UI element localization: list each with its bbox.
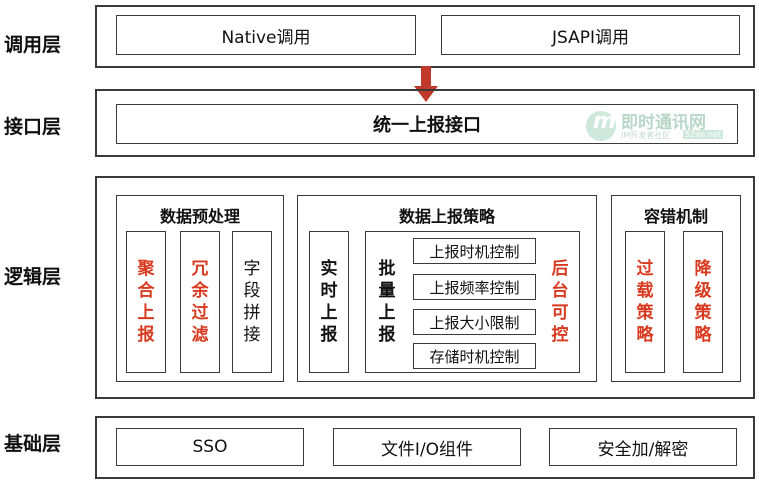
watermark-domain: 52im.net xyxy=(683,130,723,139)
batch-item-frequency: 上报频率控制 xyxy=(413,274,536,300)
layer-label-logic: 逻辑层 xyxy=(4,266,62,288)
native-call-label: Native调用 xyxy=(221,27,311,48)
jsapi-call-box: JSAPI调用 xyxy=(441,15,740,55)
realtime-report-box: 实时上报 xyxy=(309,231,349,373)
batch-report-label-wrap: 批量上报 xyxy=(372,231,402,373)
security-crypto-box: 安全加/解密 xyxy=(549,428,737,466)
unified-report-interface-box: 统一上报接口 xyxy=(116,104,738,144)
aggregate-report-box: 聚合上报 xyxy=(126,231,166,373)
security-crypto-label: 安全加/解密 xyxy=(597,439,689,460)
preprocess-group xyxy=(116,195,284,382)
field-concat-box: 字段拼接 xyxy=(232,231,272,373)
overload-strategy-box: 过载策略 xyxy=(625,231,665,373)
layer-label-interface: 接口层 xyxy=(4,116,62,138)
overload-strategy-label: 过载策略 xyxy=(636,259,654,345)
realtime-report-label: 实时上报 xyxy=(320,259,338,345)
batch-report-group xyxy=(365,231,580,373)
aggregate-report-label: 聚合上报 xyxy=(137,259,155,345)
fault-title: 容错机制 xyxy=(643,207,708,226)
sso-label: SSO xyxy=(192,437,228,457)
degrade-strategy-label: 降级策略 xyxy=(694,259,712,345)
batch-item-storage-label: 存储时机控制 xyxy=(429,347,520,366)
watermark-brand: 即时通讯网 xyxy=(621,113,706,133)
file-io-box: 文件I/O组件 xyxy=(333,428,521,466)
field-concat-label: 字段拼接 xyxy=(243,259,261,345)
redundancy-filter-label: 冗余过滤 xyxy=(191,259,209,345)
batch-item-size: 上报大小限制 xyxy=(413,309,536,335)
batch-item-frequency-label: 上报频率控制 xyxy=(429,278,520,297)
logo-circle-icon xyxy=(586,111,616,141)
batch-item-timing-label: 上报时机控制 xyxy=(429,242,520,261)
unified-report-interface-label: 统一上报接口 xyxy=(373,115,481,136)
batch-report-label: 批量上报 xyxy=(378,259,396,345)
jsapi-call-label: JSAPI调用 xyxy=(551,27,629,48)
degrade-strategy-box: 降级策略 xyxy=(683,231,723,373)
watermark-logo: m 即时通讯网 IM开发者社区 52im.net xyxy=(585,108,745,144)
batch-item-storage: 存储时机控制 xyxy=(413,343,536,369)
backend-control-label: 后台可控 xyxy=(551,259,569,345)
layer-label-base: 基础层 xyxy=(4,433,62,455)
strategy-title: 数据上报策略 xyxy=(398,207,495,226)
redundancy-filter-box: 冗余过滤 xyxy=(180,231,220,373)
base-layer-panel xyxy=(95,416,755,479)
preprocess-title: 数据预处理 xyxy=(159,207,240,226)
batch-item-size-label: 上报大小限制 xyxy=(429,313,520,332)
fault-group xyxy=(611,195,741,382)
batch-item-timing: 上报时机控制 xyxy=(413,238,536,264)
logic-layer-panel xyxy=(95,176,755,399)
native-call-box: Native调用 xyxy=(116,15,416,55)
logo-letter: m xyxy=(593,109,616,134)
backend-control-label-wrap: 后台可控 xyxy=(545,231,575,373)
sso-box: SSO xyxy=(116,428,304,466)
interface-layer-panel xyxy=(95,89,755,157)
watermark-sub: IM开发者社区 xyxy=(621,131,671,140)
strategy-group xyxy=(297,195,597,382)
file-io-label: 文件I/O组件 xyxy=(380,439,474,460)
layer-label-call: 调用层 xyxy=(4,34,62,56)
